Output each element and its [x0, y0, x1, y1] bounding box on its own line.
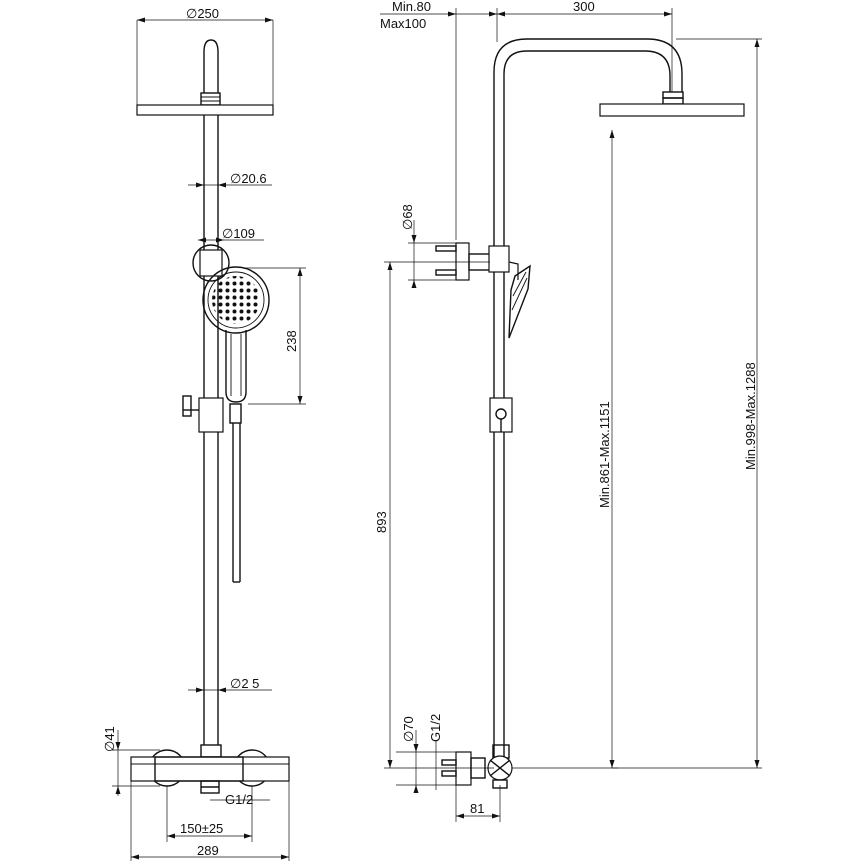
front-view: ∅250 ∅20.6 ∅ — [102, 6, 306, 861]
lower-rail-diameter-label: ∅2 5 — [230, 676, 259, 691]
inlet-thread-label: G1/2 — [428, 714, 443, 742]
head-height-dimension: Min.861-Max.1151 — [512, 130, 618, 769]
valve-diameter-dimension: ∅41 — [102, 726, 160, 796]
bracket-diameter-label: ∅68 — [400, 204, 415, 230]
total-height-dimension: Min.998-Max.1288 — [612, 38, 762, 769]
rail-diameter-label: ∅20.6 — [230, 171, 267, 186]
total-height-label: Min.998-Max.1288 — [743, 362, 758, 470]
total-width-label: 289 — [197, 843, 219, 858]
lower-rail-dimension: ∅2 5 — [188, 676, 272, 693]
escutcheon-diameter-label: ∅70 — [401, 716, 416, 742]
side-view: Min.80 Max100 300 — [374, 0, 762, 822]
head-height-label: Min.861-Max.1151 — [597, 401, 612, 508]
valve-depth-label: 81 — [470, 801, 484, 816]
inlet-spacing-dimension: 150±25 — [166, 786, 253, 842]
valve-depth-dimension: 81 — [455, 785, 501, 822]
rain-shower-head — [136, 39, 274, 116]
thermostatic-valve-front — [130, 744, 290, 794]
wall-bracket: ∅68 — [400, 204, 510, 288]
wall-offset-max-label: Max100 — [380, 16, 426, 31]
outlet-thread-dimension: G1/2 — [210, 792, 270, 807]
hand-shower-holder: ∅109 — [192, 226, 264, 282]
slider-and-hose — [182, 395, 242, 583]
wall-offset-dimension: Min.80 Max100 300 — [380, 0, 673, 240]
head-diameter-dimension: ∅250 — [136, 6, 274, 110]
hand-shower-side — [508, 261, 531, 339]
total-width-dimension: 289 — [130, 781, 290, 861]
valve-height-label: 893 — [374, 511, 389, 533]
valve-height-dimension: 893 — [374, 261, 494, 769]
holder-diameter-label: ∅109 — [222, 226, 255, 241]
riser-with-arm — [493, 38, 745, 762]
inlet-spacing-label: 150±25 — [180, 821, 223, 836]
outlet-thread-label: G1/2 — [225, 792, 253, 807]
valve-diameter-label: ∅41 — [102, 726, 117, 752]
wall-offset-min-label: Min.80 — [392, 0, 431, 14]
head-diameter-label: ∅250 — [186, 6, 219, 21]
arm-reach-label: 300 — [573, 0, 595, 14]
thermostatic-valve-side — [441, 744, 513, 789]
escutcheon-dimension: ∅70 G1/2 — [396, 714, 458, 793]
slider-side — [489, 397, 513, 433]
hand-shower: 238 — [202, 266, 306, 405]
hand-shower-length-label: 238 — [284, 330, 299, 352]
rail-diameter-dimension: ∅20.6 — [188, 171, 272, 188]
